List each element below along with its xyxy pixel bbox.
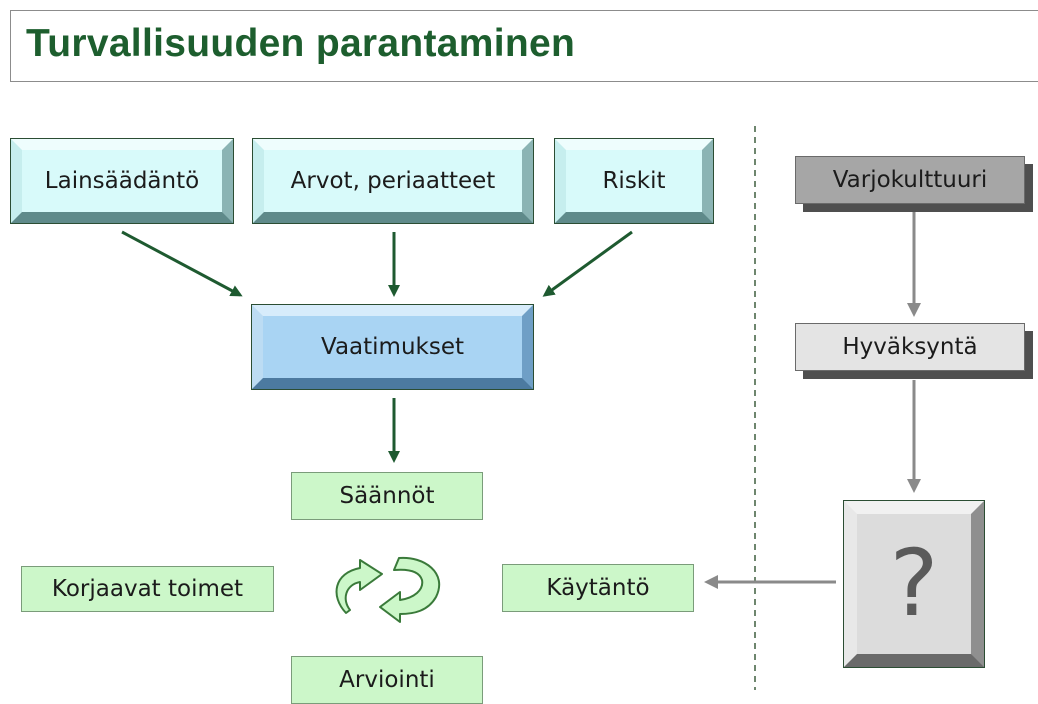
arrow-risks-to-requirements <box>542 230 633 297</box>
unknown-box-frame <box>843 500 985 668</box>
source-label-legislation: Lainsäädäntö <box>44 168 200 194</box>
acceptance-box[interactable]: Hyväksyntä <box>795 323 1025 371</box>
source-box-legislation[interactable]: Lainsäädäntö <box>11 139 233 223</box>
cycle-arrows-icon <box>335 556 441 623</box>
source-box-values-frame <box>252 138 534 224</box>
shadow-culture-box[interactable]: Varjokulttuuri <box>795 156 1025 204</box>
corrective-actions-box[interactable]: Korjaavat toimet <box>21 566 274 612</box>
requirements-box-frame <box>251 304 534 390</box>
acceptance-label: Hyväksyntä <box>842 334 978 360</box>
source-label-risks: Riskit <box>602 168 666 194</box>
practice-label: Käytäntö <box>546 575 650 601</box>
question-mark-icon: ? <box>889 530 939 637</box>
requirements-box[interactable]: Vaatimukset <box>252 305 533 389</box>
rules-label: Säännöt <box>339 483 435 509</box>
unknown-box[interactable]: ? <box>844 501 984 667</box>
evaluation-box[interactable]: Arviointi <box>291 656 483 704</box>
title-frame <box>10 10 1038 82</box>
corrective-actions-label: Korjaavat toimet <box>51 576 244 602</box>
evaluation-label: Arviointi <box>339 667 435 693</box>
requirements-label: Vaatimukset <box>321 334 464 360</box>
practice-box[interactable]: Käytäntö <box>502 564 694 612</box>
shadow-culture-label: Varjokulttuuri <box>832 167 988 193</box>
rules-box[interactable]: Säännöt <box>291 472 483 520</box>
arrow-legislation-to-requirements <box>121 230 243 297</box>
source-label-values: Arvot, periaatteet <box>290 168 496 194</box>
page-title: Turvallisuuden parantaminen <box>26 22 576 65</box>
source-box-risks[interactable]: Riskit <box>555 139 713 223</box>
source-box-risks-frame <box>554 138 714 224</box>
source-box-legislation-frame <box>10 138 234 224</box>
source-box-values[interactable]: Arvot, periaatteet <box>253 139 533 223</box>
